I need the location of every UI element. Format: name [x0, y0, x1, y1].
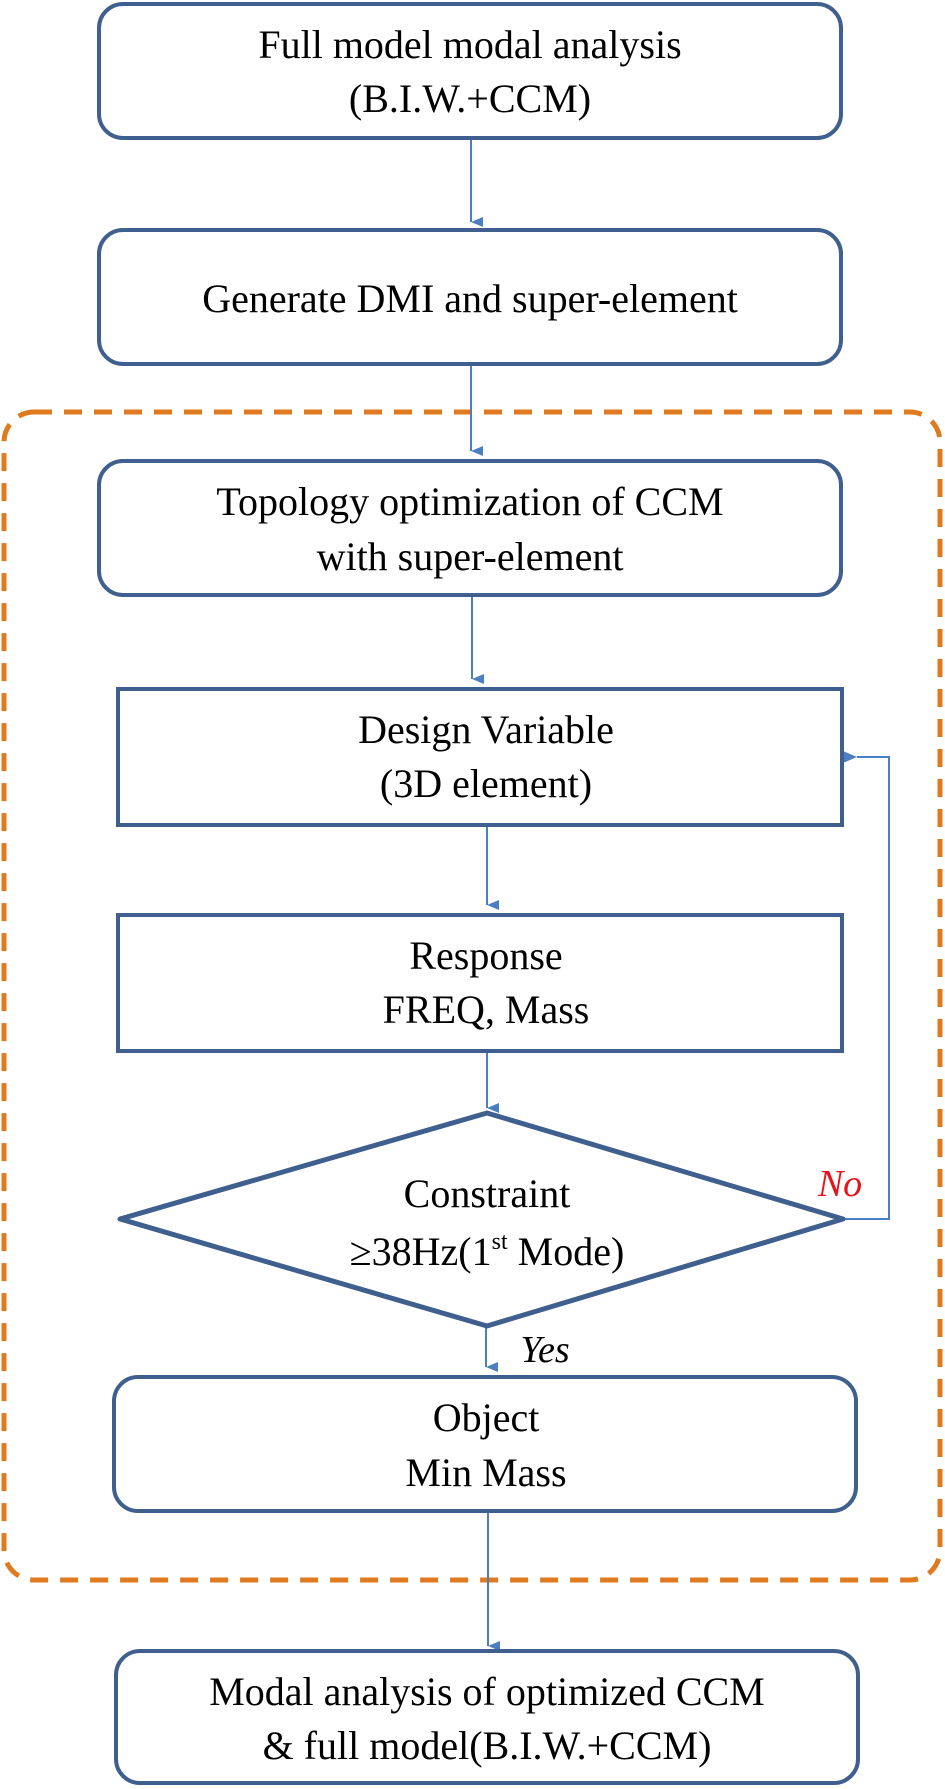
node-text-line: & full model(B.I.W.+CCM): [263, 1723, 712, 1768]
node-full-model-modal-analysis: Full model modal analysis (B.I.W.+CCM): [97, 2, 843, 140]
node-text-line: Constraint: [404, 1171, 571, 1216]
node-text-line: Full model modal analysis: [258, 22, 681, 67]
node-text-line: Topology optimization of CCM: [216, 479, 723, 524]
node-text-line: Generate DMI and super-element: [202, 276, 738, 321]
node-generate-dmi: Generate DMI and super-element: [97, 228, 843, 366]
edge-n6-n4-no: [843, 751, 890, 1220]
node-design-variable: Design Variable (3D element): [116, 687, 844, 827]
edge-label-no: No: [817, 1163, 862, 1205]
node-text-line: Modal analysis of optimized CCM: [209, 1669, 765, 1714]
node-text-line: FREQ, Mass: [383, 987, 590, 1032]
node-constraint-decision: Constraint ≥38Hz(1st Mode): [117, 1110, 846, 1329]
node-text-line: Design Variable: [358, 707, 614, 752]
node-object-min-mass: Object Min Mass: [112, 1375, 858, 1513]
node-response: Response FREQ, Mass: [116, 913, 844, 1053]
node-text-line: with super-element: [317, 534, 624, 579]
constraint-superscript: st: [492, 1229, 508, 1255]
edge-label-yes: Yes: [520, 1329, 569, 1371]
node-text-line: Response: [409, 933, 562, 978]
constraint-suffix: Mode): [508, 1229, 625, 1274]
node-text-line: (3D element): [380, 761, 592, 806]
node-modal-analysis-optimized: Modal analysis of optimized CCM & full m…: [114, 1649, 860, 1785]
constraint-prefix: ≥38Hz(1: [350, 1229, 492, 1274]
node-text-line: Object: [433, 1395, 540, 1440]
node-topology-optimization: Topology optimization of CCM with super-…: [97, 459, 843, 597]
node-text-line: (B.I.W.+CCM): [349, 76, 591, 121]
node-text-line: Min Mass: [405, 1450, 566, 1495]
node-text-line-constraint: ≥38Hz(1st Mode): [350, 1229, 625, 1274]
